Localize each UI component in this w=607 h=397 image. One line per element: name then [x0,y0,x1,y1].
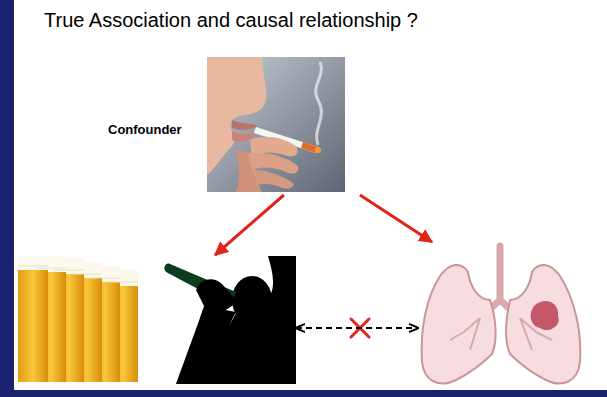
drinker-silhouette [146,256,296,384]
lung-cancer-node [418,242,586,390]
slide-title: True Association and causal relationship… [44,9,418,32]
node-label: Confounder [108,122,182,137]
smoking-photo [207,57,345,192]
alcohol-node [18,255,296,387]
causal-arrow [360,195,432,242]
lungs [422,246,581,383]
beer-glasses [18,256,138,382]
association-arrow [296,327,418,329]
confounder-node: Confounder [100,55,365,195]
slide-frame [0,390,607,397]
slide-panel [14,0,607,390]
causal-arrow [215,195,284,255]
